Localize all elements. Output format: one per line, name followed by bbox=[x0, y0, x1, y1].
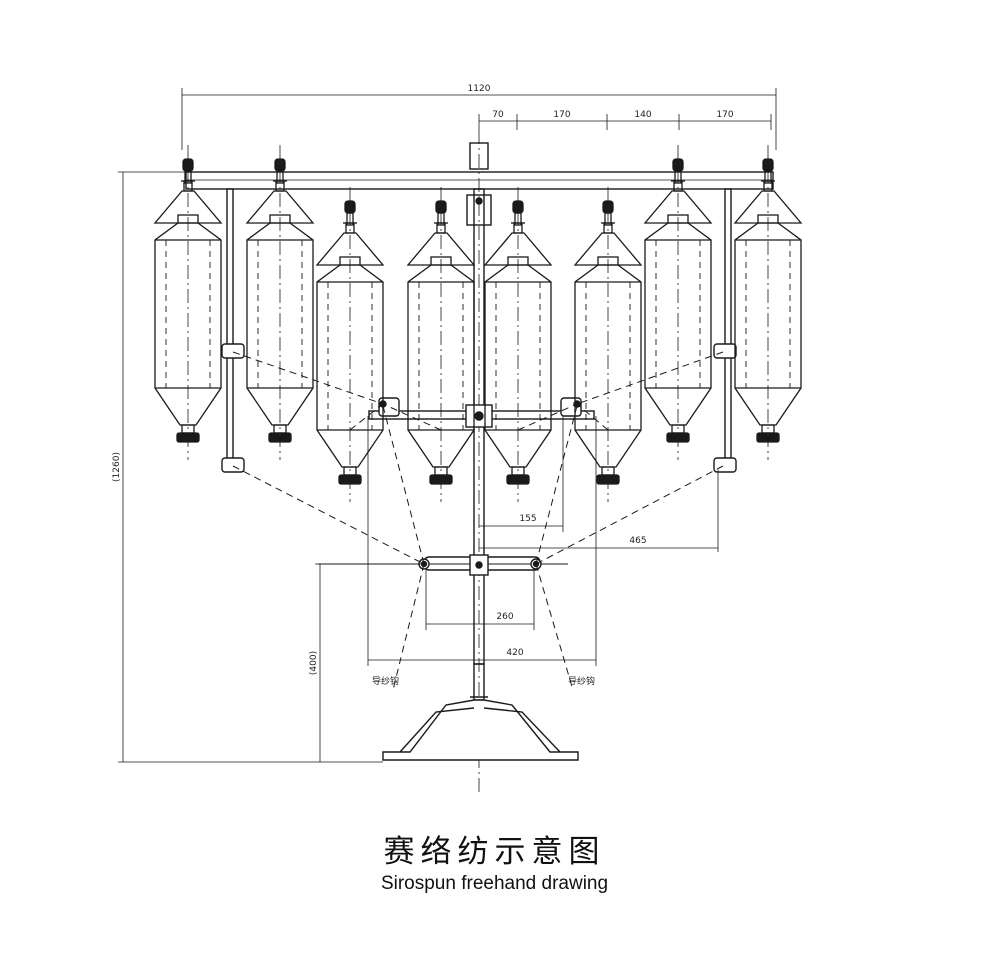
dim-outer-span: 420 bbox=[506, 648, 523, 658]
dim-overall-height: (1260) bbox=[112, 452, 122, 482]
label-right-guide: 导纱钩 bbox=[568, 675, 595, 687]
dim-spacing-d: 170 bbox=[716, 110, 733, 120]
dim-guide-offset: 155 bbox=[519, 514, 536, 524]
dim-spacing-b: 170 bbox=[553, 110, 570, 120]
bobbin-3 bbox=[316, 186, 384, 503]
bobbin-6 bbox=[574, 186, 642, 503]
dim-lower-height: (400) bbox=[309, 651, 319, 675]
bobbin-2 bbox=[246, 144, 314, 461]
dim-inner-span: 260 bbox=[496, 612, 513, 622]
dim-overall-width: 1120 bbox=[468, 84, 491, 94]
bobbin-7 bbox=[644, 144, 712, 461]
bobbin-5 bbox=[484, 186, 552, 503]
dim-spacing-c: 140 bbox=[634, 110, 651, 120]
dim-spacing-a: 70 bbox=[492, 110, 504, 120]
label-left-guide: 导纱钩 bbox=[372, 675, 399, 687]
bobbin-4 bbox=[407, 186, 475, 503]
dim-rail-offset: 465 bbox=[629, 536, 646, 546]
caption-english: Sirospun freehand drawing bbox=[380, 873, 609, 894]
caption-chinese: 赛络纺示意图 bbox=[383, 834, 606, 870]
bobbin-1 bbox=[154, 144, 222, 461]
bobbin-8 bbox=[734, 144, 802, 461]
yarn-paths bbox=[232, 351, 724, 691]
dimension-lines bbox=[118, 88, 777, 763]
